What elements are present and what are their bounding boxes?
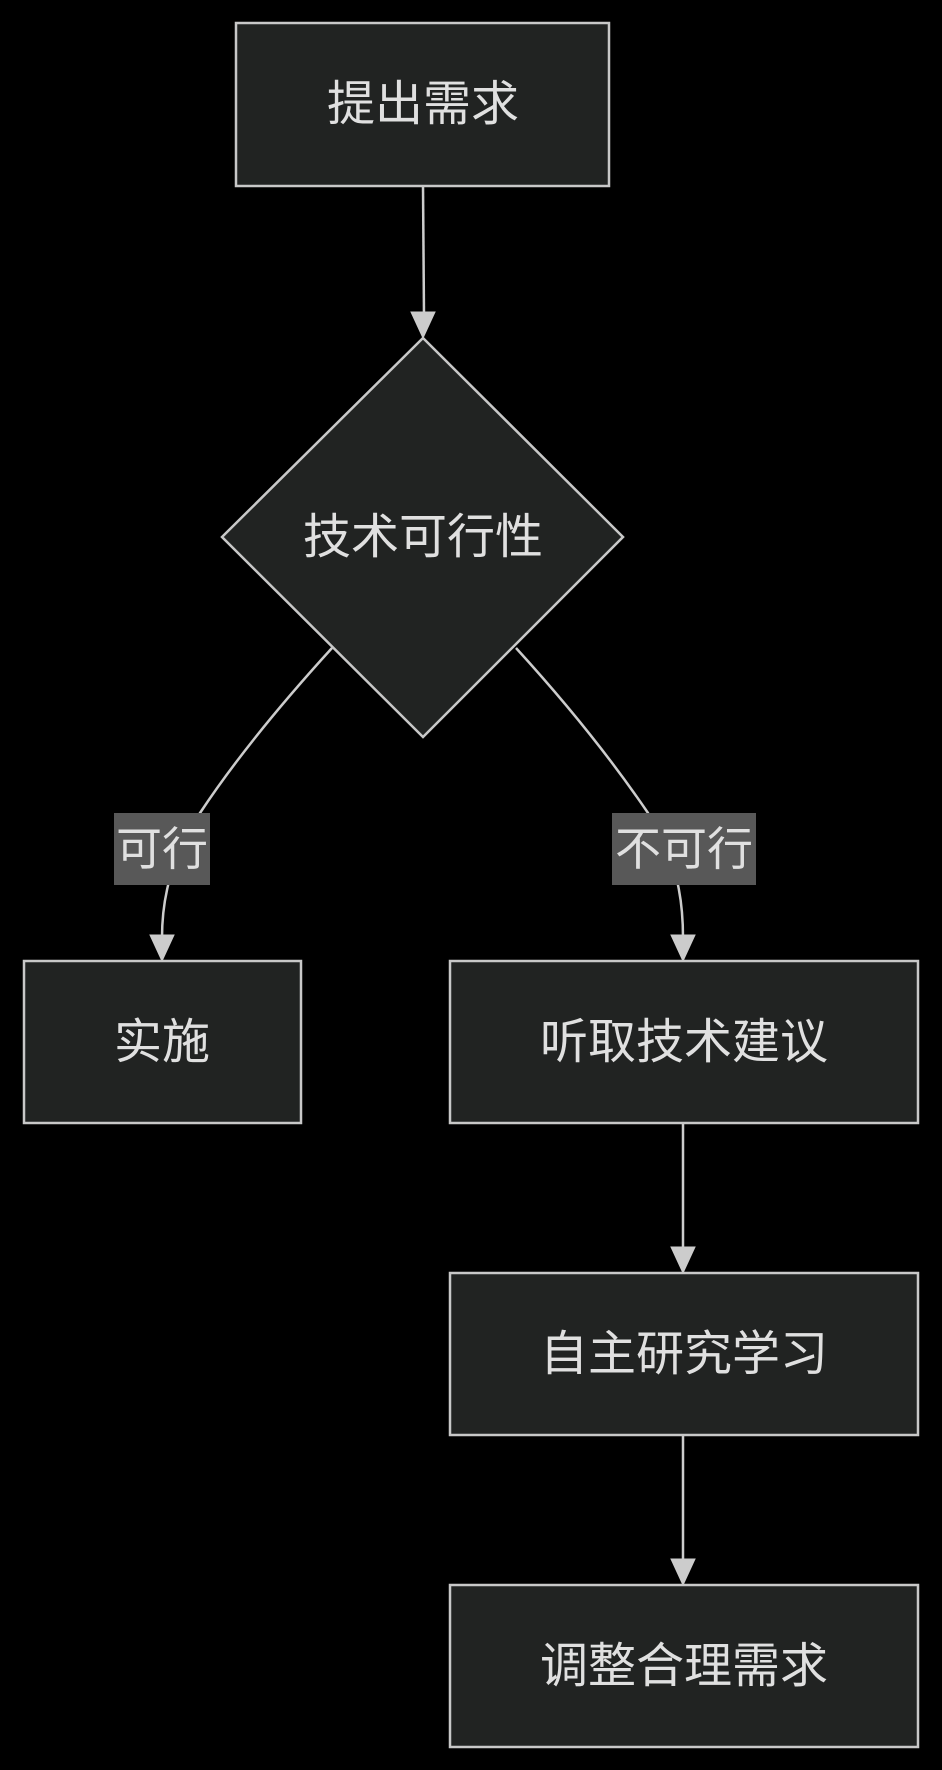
edge-request-to-feasibility xyxy=(421,185,426,317)
node-implement: 实施 xyxy=(22,959,303,1125)
arrowhead-implement xyxy=(149,934,175,963)
node-adjust-box xyxy=(448,1583,920,1749)
node-self-study-box xyxy=(448,1271,920,1437)
edge-label-feasible-background xyxy=(114,813,210,885)
node-adjust: 调整合理需求 xyxy=(448,1583,920,1749)
edge-feasibility-to-advice xyxy=(515,647,685,939)
edge-feasibility-to-implement xyxy=(160,647,333,939)
node-request: 提出需求 xyxy=(234,21,611,188)
arrowhead-feasibility xyxy=(410,311,436,340)
arrowhead-advice xyxy=(670,934,696,963)
node-feasibility: 技术可行性 xyxy=(220,336,625,739)
node-implement-label: 实施 xyxy=(114,1014,210,1070)
node-feasibility-diamond xyxy=(220,336,625,739)
arrowhead-adjust xyxy=(670,1558,696,1587)
node-feasibility-label: 技术可行性 xyxy=(303,509,543,565)
node-self-study-label: 自主研究学习 xyxy=(540,1326,828,1382)
edge-label-not-feasible-text: 不可行 xyxy=(615,822,753,876)
node-implement-box xyxy=(22,959,303,1125)
edge-label-not-feasible: 不可行 xyxy=(612,813,756,885)
node-self-study: 自主研究学习 xyxy=(448,1271,920,1437)
edge-label-feasible: 可行 xyxy=(114,813,210,885)
edge-label-feasible-text: 可行 xyxy=(116,822,208,876)
node-request-label: 提出需求 xyxy=(327,76,519,132)
arrowhead-self-study xyxy=(670,1246,696,1275)
node-request-box xyxy=(234,21,611,188)
node-advice-box xyxy=(448,959,920,1125)
node-adjust-label: 调整合理需求 xyxy=(540,1638,828,1694)
node-advice-label: 听取技术建议 xyxy=(540,1014,828,1070)
edges xyxy=(149,185,696,1587)
node-advice: 听取技术建议 xyxy=(448,959,920,1125)
edge-label-not-feasible-background xyxy=(612,813,756,885)
